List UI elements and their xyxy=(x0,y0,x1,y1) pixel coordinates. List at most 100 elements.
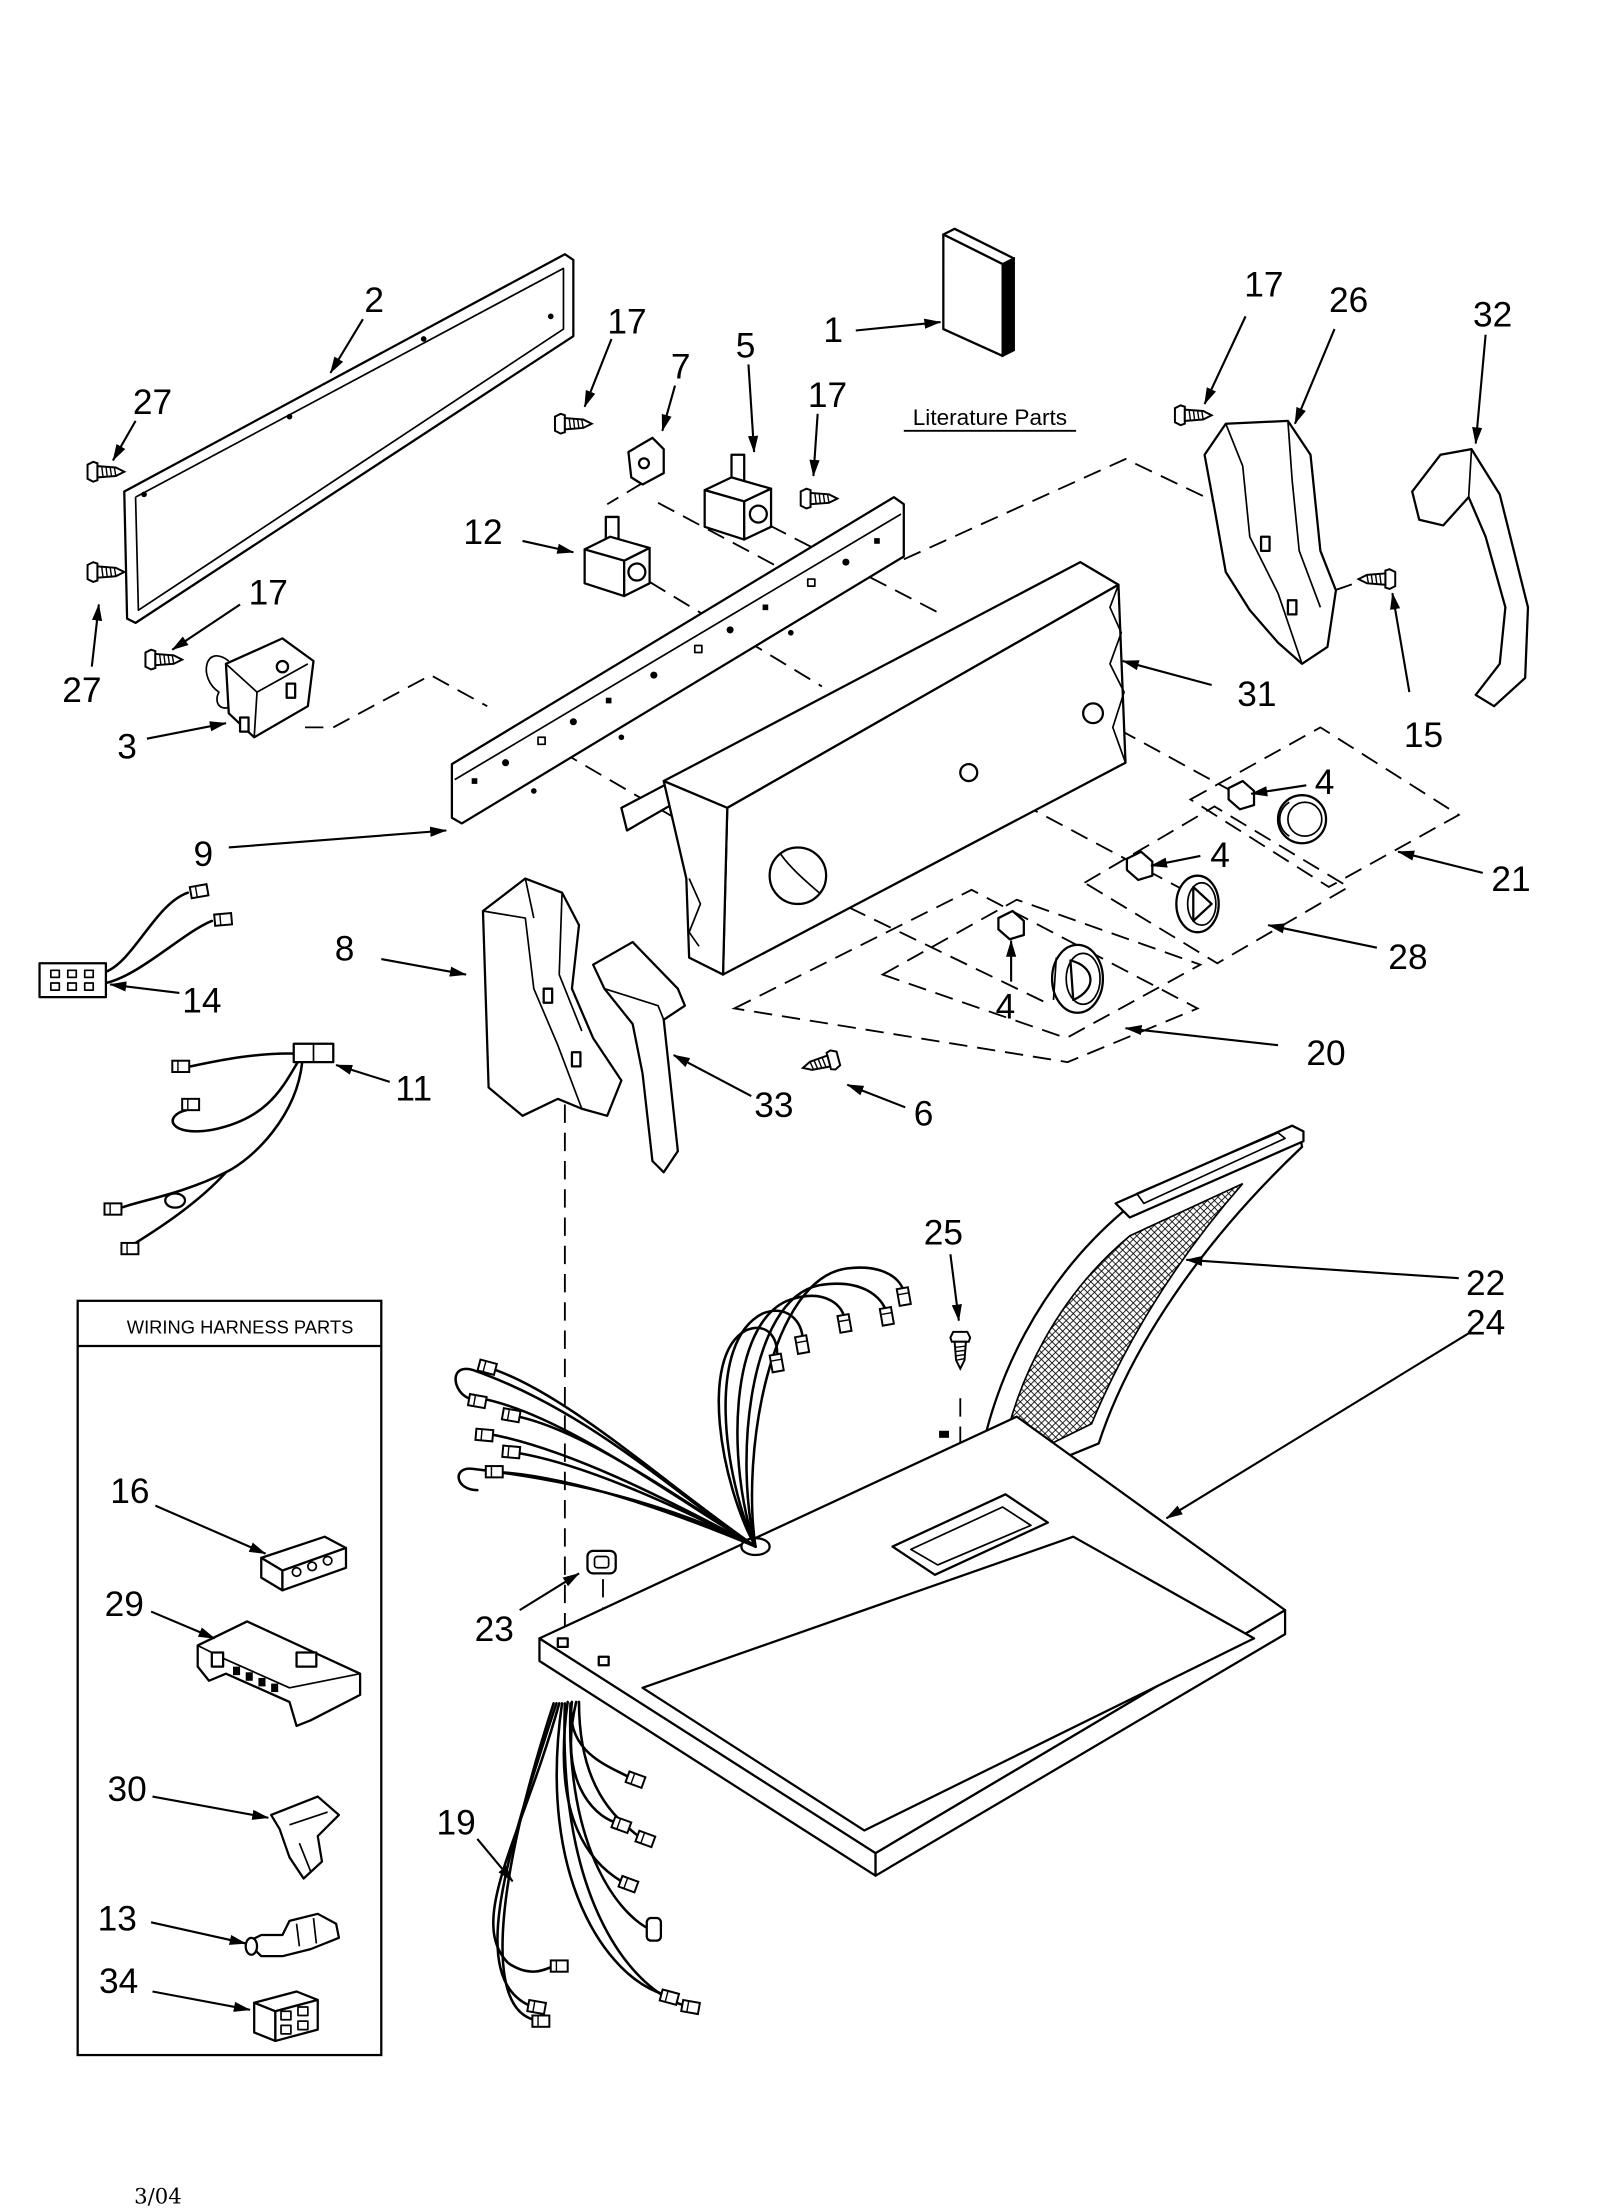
knob-right xyxy=(1276,794,1328,845)
callout-24: 24 xyxy=(1466,1304,1505,1343)
arrow-33 xyxy=(672,1054,752,1097)
wiring-harness-parts-box: WIRING HARNESS PARTS xyxy=(76,1299,383,2057)
arrow-3 xyxy=(146,721,227,740)
part-4-clip-b xyxy=(1125,850,1154,882)
part-2-panel xyxy=(123,253,575,625)
callout-4-a: 4 xyxy=(1315,763,1335,802)
callout-4-b: 4 xyxy=(1210,836,1230,875)
screw-15 xyxy=(1357,568,1397,590)
callout-12: 12 xyxy=(463,513,502,552)
arrow-24 xyxy=(1165,1332,1470,1520)
arrow-16 xyxy=(154,1504,267,1555)
callout-14: 14 xyxy=(182,982,221,1021)
arrow-17-c xyxy=(1203,315,1247,405)
part-11-harness xyxy=(103,1042,335,1256)
callout-31: 31 xyxy=(1237,675,1276,714)
arrow-25 xyxy=(949,1254,962,1322)
callout-28: 28 xyxy=(1388,938,1427,977)
part-26-end-cap xyxy=(1203,419,1338,665)
part-12-switch xyxy=(583,515,651,598)
knob-middle xyxy=(1175,874,1220,934)
arrow-21 xyxy=(1397,850,1484,874)
callout-2: 2 xyxy=(364,281,384,320)
screw-6 xyxy=(799,1047,842,1079)
part-19-harness xyxy=(492,1700,701,2028)
arrow-6 xyxy=(846,1083,906,1109)
callout-32: 32 xyxy=(1473,295,1512,334)
callout-11: 11 xyxy=(395,1069,432,1108)
screw-17-a xyxy=(553,412,593,435)
part-4-clip-c xyxy=(997,909,1025,941)
arrow-17-b xyxy=(809,413,820,477)
part-1-literature xyxy=(942,227,1016,358)
part-3-switch xyxy=(205,637,315,739)
callout-29: 29 xyxy=(105,1585,144,1624)
arrow-7 xyxy=(661,385,677,432)
callout-17-left: 17 xyxy=(249,574,288,613)
arrow-20 xyxy=(1124,1024,1279,1047)
callout-34: 34 xyxy=(99,1962,138,2001)
arrow-27-top xyxy=(112,420,137,462)
callout-33: 33 xyxy=(754,1086,793,1125)
callout-17-a: 17 xyxy=(607,302,646,341)
callout-4-c: 4 xyxy=(996,987,1016,1026)
screw-27-bottom xyxy=(86,561,126,583)
arrow-1 xyxy=(855,318,942,332)
part-14-harness xyxy=(38,883,234,999)
part-34-connector xyxy=(253,1990,319,2043)
knob-lower xyxy=(1050,943,1105,1014)
arrow-26 xyxy=(1293,328,1336,425)
callout-20: 20 xyxy=(1306,1034,1345,1073)
arrow-29 xyxy=(150,1610,216,1640)
part-30-clip xyxy=(270,1795,341,1880)
callout-7: 7 xyxy=(671,348,691,387)
arrow-34 xyxy=(152,1990,251,2012)
callout-27-bottom: 27 xyxy=(62,671,101,710)
callout-25: 25 xyxy=(924,1213,963,1252)
screw-25 xyxy=(949,1330,972,1370)
arrow-27-bottom xyxy=(90,603,103,667)
callout-23: 23 xyxy=(475,1610,514,1649)
part-23-grommet xyxy=(586,1549,617,1575)
arrow-14 xyxy=(109,981,180,994)
literature-parts-label: Literature Parts xyxy=(913,405,1067,430)
arrow-5 xyxy=(747,364,759,453)
arrow-17-left xyxy=(171,603,241,651)
callout-5: 5 xyxy=(736,326,756,365)
arrow-31 xyxy=(1121,659,1212,687)
arrow-28 xyxy=(1267,923,1378,949)
callout-labels: 2 27 17 7 5 1 17 17 26 32 12 17 27 3 31 … xyxy=(62,266,1530,2001)
arrow-4-b xyxy=(1150,854,1201,868)
arrow-13 xyxy=(150,1921,247,1945)
dashed-assembly-lines xyxy=(305,458,1368,1660)
callout-17-b: 17 xyxy=(808,376,847,415)
callout-17-c: 17 xyxy=(1244,266,1283,305)
arrow-12 xyxy=(522,539,575,554)
arrow-4-a xyxy=(1250,784,1307,797)
callout-6: 6 xyxy=(914,1095,934,1134)
main-harness xyxy=(454,1266,912,1548)
screw-17-left xyxy=(144,648,184,671)
screw-17-b xyxy=(799,487,839,510)
wiring-box-title: WIRING HARNESS PARTS xyxy=(127,1316,354,1337)
part-13-terminal xyxy=(244,1912,341,1958)
arrow-30 xyxy=(152,1795,270,1820)
screw-17-c xyxy=(1173,404,1213,427)
part-4-clip-a xyxy=(1227,779,1256,811)
callout-27-top: 27 xyxy=(133,383,172,422)
knob-assembly-20-box xyxy=(731,888,1203,1064)
callout-30: 30 xyxy=(107,1770,146,1809)
callout-15: 15 xyxy=(1404,716,1443,755)
callout-1: 1 xyxy=(823,311,843,350)
part-33-trim xyxy=(591,940,687,1174)
part-7-bracket xyxy=(627,436,665,486)
arrow-2 xyxy=(329,318,364,374)
arrow-15 xyxy=(1390,592,1411,693)
callout-9: 9 xyxy=(194,835,214,874)
callout-22: 22 xyxy=(1466,1264,1505,1303)
part-8-end-cap xyxy=(481,877,623,1117)
knob-assembly-28-box xyxy=(1082,805,1351,965)
part-24-top-panel xyxy=(538,1415,1287,1877)
callout-21: 21 xyxy=(1491,860,1530,899)
